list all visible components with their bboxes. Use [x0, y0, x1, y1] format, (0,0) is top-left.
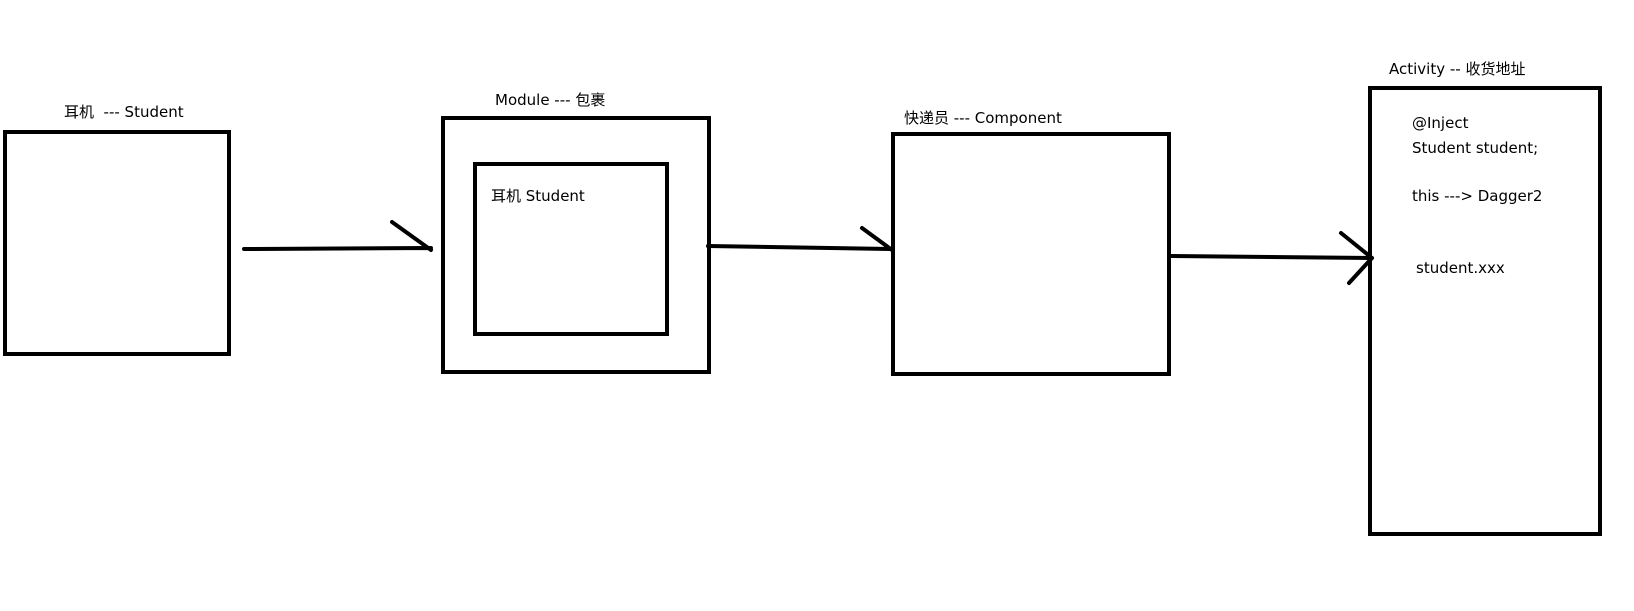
activity-code-line-1: @Inject — [1412, 114, 1469, 132]
activity-code-line-3: this ---> Dagger2 — [1412, 187, 1543, 205]
arrow-module-to-component — [706, 226, 894, 252]
activity-code-line-4: student.xxx — [1416, 259, 1505, 277]
module-inner-box — [473, 162, 669, 336]
module-inner-title: 耳机 Student — [491, 187, 585, 205]
arrow-component-to-activity — [1169, 231, 1374, 285]
activity-code-line-2: Student student; — [1412, 139, 1539, 157]
module-title: Module --- 包裹 — [495, 91, 606, 109]
component-title: 快递员 --- Component — [904, 109, 1062, 127]
activity-box — [1368, 86, 1602, 536]
arrow-student-to-module — [242, 220, 433, 252]
student-title: 耳机 --- Student — [64, 103, 184, 121]
activity-title: Activity -- 收货地址 — [1389, 60, 1526, 78]
component-box — [891, 132, 1171, 376]
student-box — [3, 130, 231, 356]
